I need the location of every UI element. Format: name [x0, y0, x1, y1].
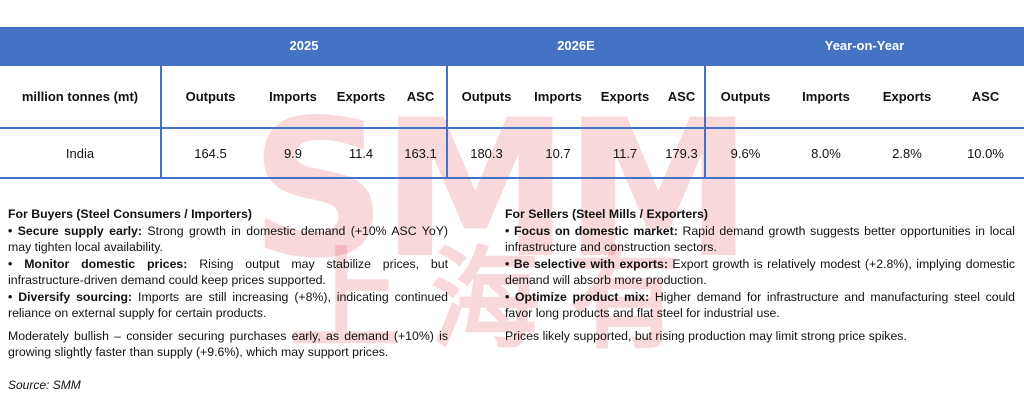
cell: 164.5 [160, 127, 259, 179]
cell: 163.1 [395, 127, 447, 179]
cell: 9.9 [259, 127, 327, 179]
col-header: Imports [525, 64, 591, 129]
group-yoy: Year-on-Year [705, 27, 1024, 65]
list-item: • Be selective with exports: Export grow… [505, 256, 1015, 288]
col-header: Outputs [704, 64, 785, 129]
col-header: Outputs [160, 64, 259, 129]
sellers-summary: Prices likely supported, but rising prod… [505, 328, 907, 343]
sellers-title: For Sellers (Steel Mills / Exporters) [505, 207, 708, 221]
cell: 10.0% [947, 127, 1024, 179]
cell: 11.7 [591, 127, 659, 179]
col-header: Outputs [446, 64, 525, 129]
source-note: Source: SMM [8, 378, 81, 392]
col-header: ASC [395, 64, 447, 129]
col-header: Imports [785, 64, 867, 129]
buyers-title: For Buyers (Steel Consumers / Importers) [8, 207, 252, 221]
col-header: ASC [659, 64, 705, 129]
cell: 8.0% [785, 127, 867, 179]
list-item: • Focus on domestic market: Rapid demand… [505, 223, 1015, 255]
sellers-notes: For Sellers (Steel Mills / Exporters) • … [505, 206, 1015, 344]
country-cell: India [0, 127, 161, 179]
cell: 10.7 [525, 127, 591, 179]
group-2025: 2025 [161, 27, 447, 65]
buyers-notes: For Buyers (Steel Consumers / Importers)… [8, 206, 448, 361]
list-item: • Monitor domestic prices: Rising output… [8, 256, 448, 288]
list-item: • Secure supply early: Strong growth in … [8, 223, 448, 255]
col-header: Imports [259, 64, 327, 129]
unit-label: million tonnes (mt) [0, 64, 161, 129]
cell: 11.4 [327, 127, 395, 179]
list-item: • Optimize product mix: Higher demand fo… [505, 289, 1016, 321]
col-header: ASC [947, 64, 1024, 129]
col-header: Exports [591, 64, 659, 129]
col-header: Exports [327, 64, 395, 129]
cell: 180.3 [446, 127, 525, 179]
group-2026e: 2026E [447, 27, 705, 65]
cell: 2.8% [867, 127, 947, 179]
col-header: Exports [867, 64, 947, 129]
buyers-summary: Moderately bullish – consider securing p… [8, 328, 448, 360]
list-item: • Diversify sourcing: Imports are still … [8, 289, 449, 321]
cell: 9.6% [704, 127, 785, 179]
cell: 179.3 [659, 127, 705, 179]
